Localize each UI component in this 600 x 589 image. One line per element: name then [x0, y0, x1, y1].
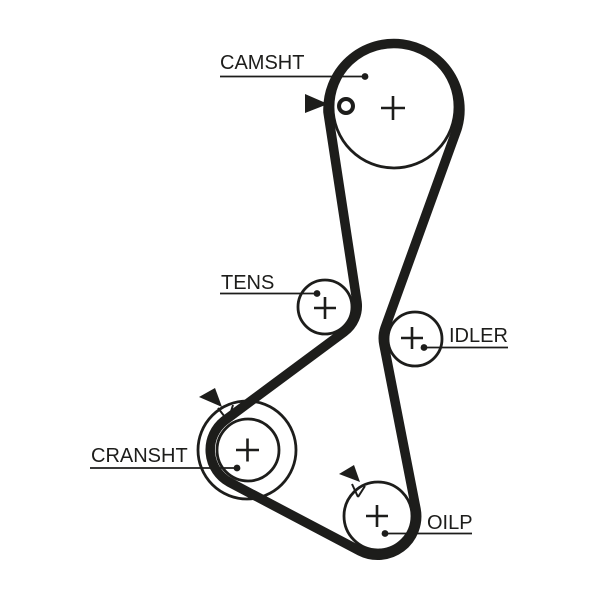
crankshaft-arrow-icon: [199, 388, 222, 407]
crankshaft-leader-dot: [233, 464, 241, 472]
oil-pump-cross-icon: [366, 505, 388, 527]
timing-belt-path: [205, 38, 465, 560]
crankshaft-label: CRANSHT: [91, 445, 188, 467]
camshaft-leader-dot: [361, 73, 369, 80]
oil-pump-label: OILP: [427, 512, 473, 534]
oil-pump-timing-notch-icon: [351, 483, 366, 498]
camshaft-arrow-icon: [305, 94, 328, 113]
tensioner-label: TENS: [221, 272, 274, 294]
idler-label: IDLER: [449, 325, 508, 347]
oil-pump-leader-dot: [381, 530, 389, 537]
oil-pump-arrow-icon: [339, 465, 360, 482]
crankshaft-cross-icon: [236, 438, 259, 462]
camshaft-cross-icon: [381, 96, 405, 120]
tensioner-cross-icon: [314, 297, 336, 319]
tensioner-leader-dot: [313, 290, 321, 297]
camshaft-label: CAMSHT: [220, 52, 304, 74]
camshaft-timing-ring-icon: [337, 97, 355, 115]
idler-leader-dot: [420, 344, 428, 351]
idler-cross-icon: [401, 327, 423, 349]
